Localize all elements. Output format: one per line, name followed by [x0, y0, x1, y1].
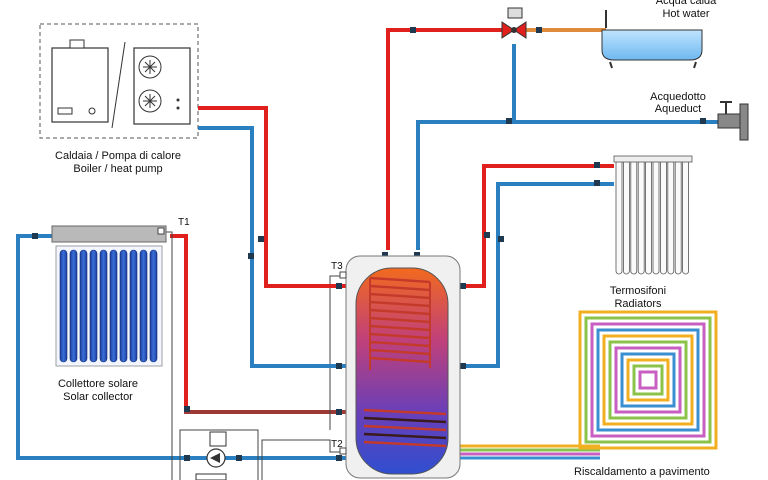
pipe-fittings — [32, 27, 706, 461]
radiator-fin — [623, 159, 630, 275]
radiator-icon — [613, 155, 693, 275]
mixing-valve-icon — [501, 7, 527, 39]
upper-coil-turn — [369, 316, 431, 324]
solar-label-en: Solar collector — [63, 391, 133, 403]
floor-coil-loop — [620, 352, 676, 408]
boiler-icon — [51, 39, 109, 123]
solar-tube — [59, 249, 68, 363]
radiator-fin — [652, 159, 660, 275]
floor-coil-loop — [578, 310, 718, 450]
radiator-fin — [667, 159, 675, 275]
radiator-pipes — [458, 164, 614, 368]
radiator-fin — [660, 159, 667, 275]
solar-tube — [79, 249, 88, 363]
lower-coil-turn — [363, 440, 447, 448]
lower-coil-turn — [363, 432, 447, 440]
lower-coil-turn — [363, 408, 447, 416]
aqueduct-label-en: Aqueduct — [654, 103, 702, 115]
boiler-label-en: Boiler / heat pump — [73, 163, 163, 175]
aqueduct-label-it: Acquedotto — [650, 91, 706, 103]
upper-coil-turn — [369, 300, 431, 308]
sensor-t1-label: T1 — [178, 217, 190, 228]
floor-coil-loop — [602, 334, 694, 426]
lower-coil-turn — [363, 424, 447, 432]
control-wires — [164, 231, 346, 480]
upper-coil-turn — [369, 276, 431, 284]
radiator-fin — [630, 159, 638, 275]
solar-tube — [119, 249, 128, 363]
radiator-fin — [615, 159, 623, 275]
bathtub-icon — [601, 10, 703, 69]
radiators-label-it: Termosifoni — [609, 285, 667, 297]
floor-coil-loop — [626, 358, 670, 402]
floor-heating-pipes — [458, 444, 600, 460]
upper-coil-turn — [369, 340, 431, 348]
radiator-fin — [674, 159, 682, 275]
solar-tube — [69, 249, 78, 363]
temperature-sensors — [157, 227, 347, 455]
dhw-pipes — [386, 28, 740, 250]
upper-coil-turn — [369, 356, 431, 364]
solar-tube — [99, 249, 108, 363]
floor-coil-loop — [596, 328, 700, 432]
upper-coil-turn — [369, 324, 431, 332]
floor-coil-loop — [614, 346, 682, 414]
hot-water-label-it: Acqua calda — [655, 0, 717, 7]
floor-coil-loop — [632, 364, 664, 396]
radiator-fin — [645, 159, 652, 275]
pump-icon — [195, 431, 227, 480]
upper-coil-turn — [369, 308, 431, 316]
floor-coil-loop — [584, 316, 712, 444]
floor-coil-loop — [590, 322, 706, 438]
upper-coil-turn — [369, 284, 431, 292]
solar-panel-icon — [51, 225, 167, 367]
floor-heating-label-it: Riscaldamento a pavimento — [574, 466, 710, 478]
lower-coil-turn — [363, 416, 447, 424]
radiators-label-en: Radiators — [614, 298, 662, 310]
floor-coil-loop — [608, 340, 688, 420]
boiler-pipes — [198, 106, 356, 368]
solar-label-it: Collettore solare — [57, 378, 139, 390]
solar-tube — [109, 249, 118, 363]
radiator-fin — [637, 159, 645, 275]
floor-coil-icon — [578, 310, 718, 450]
heat-pump-icon — [133, 47, 191, 125]
solar-tube — [129, 249, 138, 363]
upper-coil-turn — [369, 292, 431, 300]
hot-water-label-en: Hot water — [662, 8, 710, 20]
solar-tube — [149, 249, 158, 363]
floor-coil-loop — [638, 370, 658, 390]
boiler-heat-pump-group — [39, 23, 199, 139]
solar-tube — [89, 249, 98, 363]
solar-tube — [139, 249, 148, 363]
boiler-label-it: Caldaia / Pompa di calore — [55, 150, 181, 162]
sensor-t3-label: T3 — [331, 261, 343, 272]
radiator-fin — [682, 159, 689, 275]
faucet-icon — [717, 101, 749, 141]
storage-tank-icon — [345, 255, 461, 479]
upper-coil-turn — [369, 348, 431, 356]
upper-coil-turn — [369, 332, 431, 340]
sensor-t2-label: T2 — [331, 439, 343, 450]
